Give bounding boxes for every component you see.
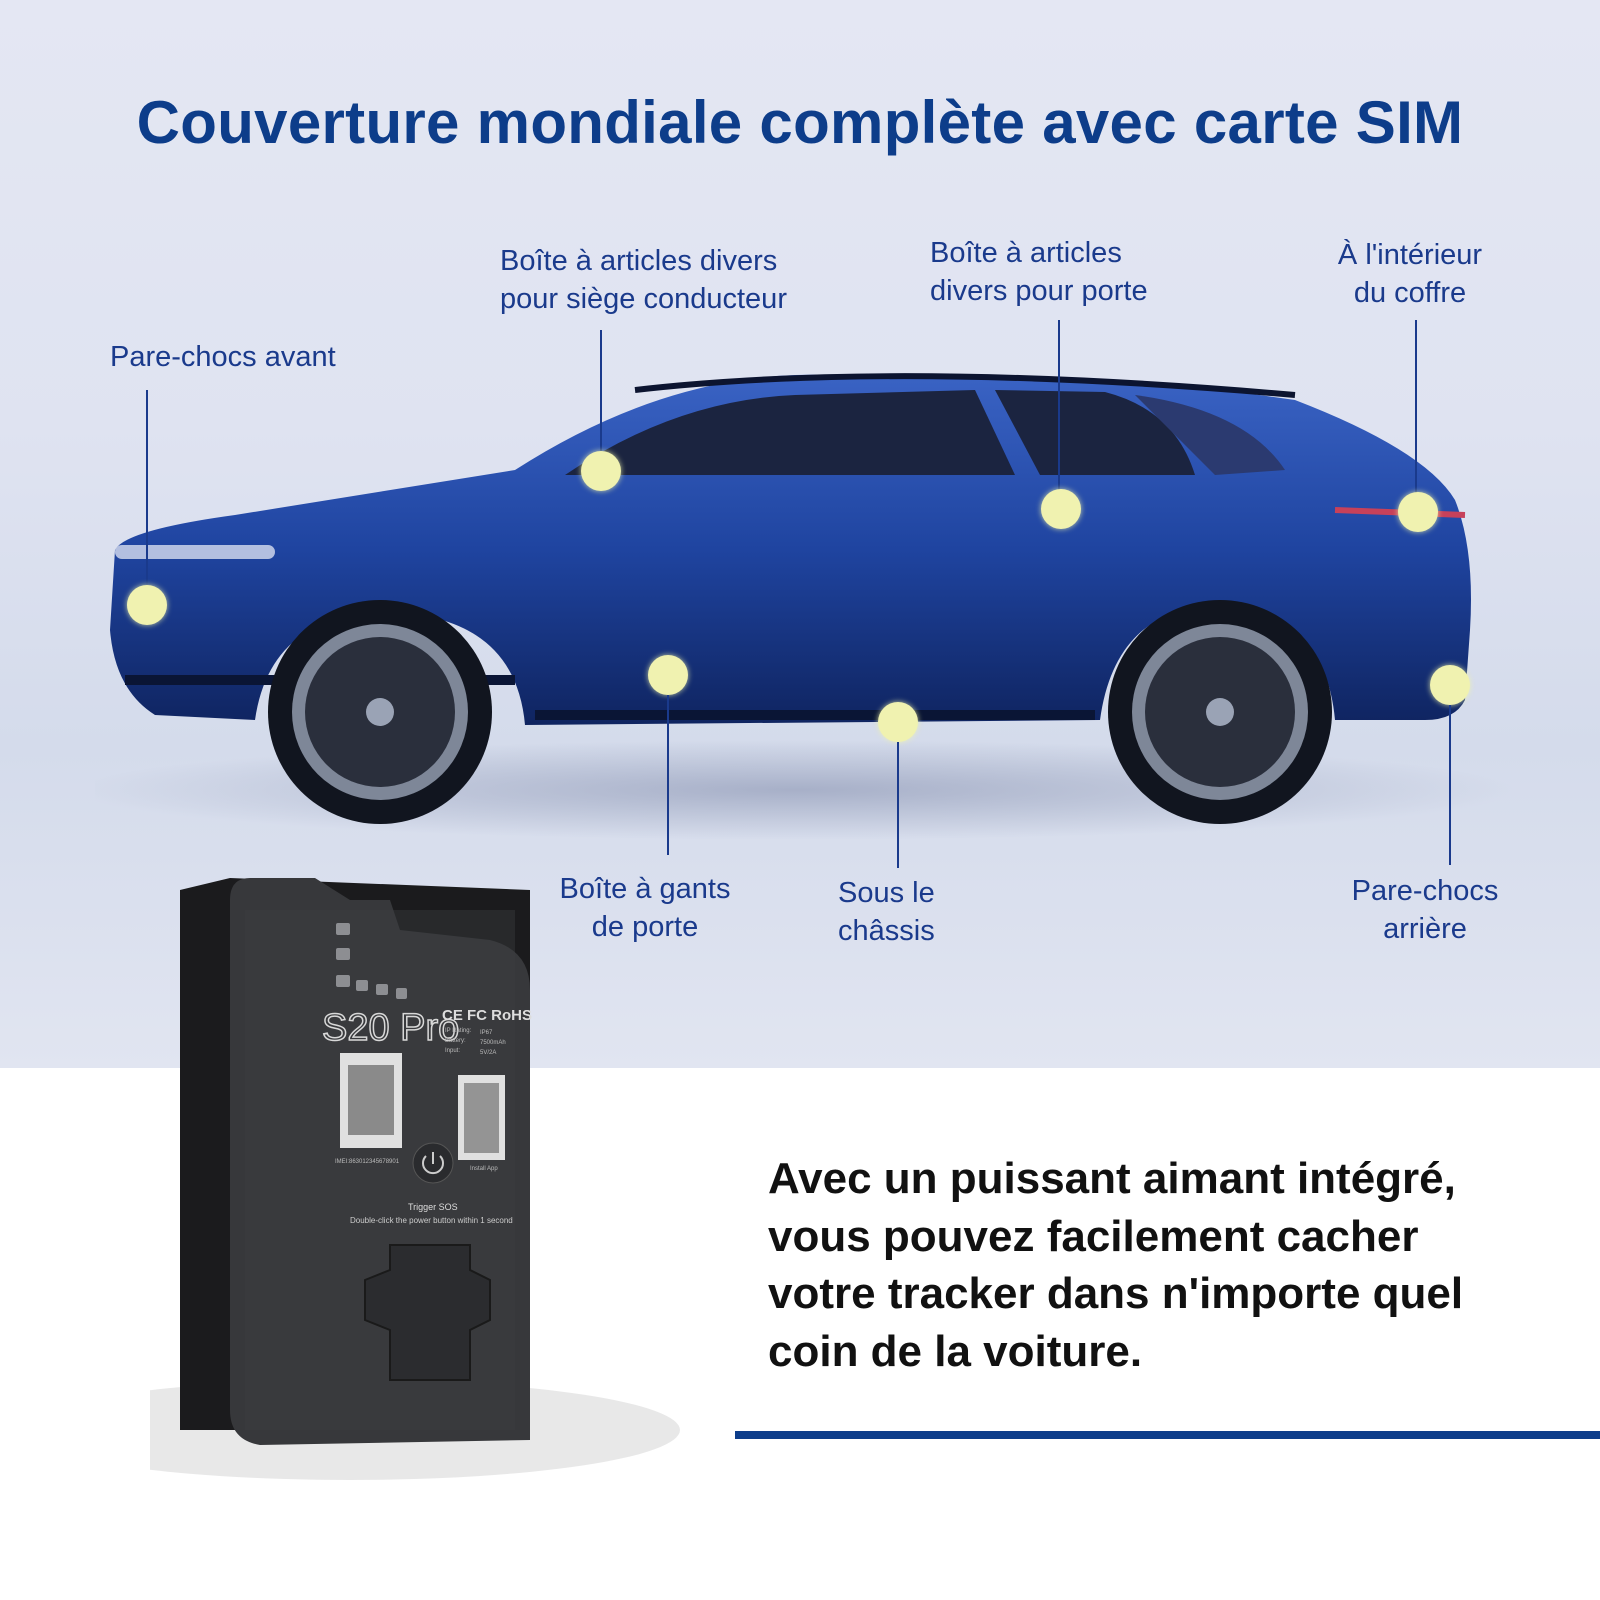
description-line: vous pouvez facilement cacher xyxy=(768,1211,1419,1261)
spec-value: IP67 xyxy=(480,1030,493,1036)
label-line: de porte xyxy=(591,911,699,943)
accent-divider xyxy=(735,1431,1600,1439)
label-rear-bumper: Pare-chocs arrière xyxy=(1325,872,1525,948)
marker-under-chassis[interactable] xyxy=(878,702,918,742)
front-wheel xyxy=(268,600,492,824)
leader-line xyxy=(600,330,602,460)
marker-rear-bumper[interactable] xyxy=(1430,665,1470,705)
car-image xyxy=(95,373,1515,840)
label-line: châssis xyxy=(838,915,935,947)
install-app-label: Install App xyxy=(470,1166,498,1172)
marker-driver-seat-box[interactable] xyxy=(581,451,621,491)
leader-line xyxy=(146,390,148,590)
label-line: Boîte à articles divers xyxy=(500,245,778,277)
rear-wheel xyxy=(1108,600,1332,824)
label-line: Boîte à articles xyxy=(930,237,1122,269)
label-line: À l'intérieur xyxy=(1337,239,1483,271)
description-text: Avec un puissant aimant intégré, vous po… xyxy=(768,1150,1463,1380)
tracker-device-image: S20 Pro CE FC RoHS IP Rating: Battery: I… xyxy=(150,878,680,1480)
leader-line xyxy=(897,742,899,868)
sos-title: Trigger SOS xyxy=(408,1202,458,1212)
battery-cover xyxy=(364,1244,491,1381)
label-line: pour siège conducteur xyxy=(500,283,787,315)
marker-trunk[interactable] xyxy=(1398,492,1438,532)
label-line: Boîte à gants xyxy=(559,873,731,905)
label-line: Sous le xyxy=(838,877,935,909)
leader-line xyxy=(1058,320,1060,495)
leader-line xyxy=(1415,320,1417,500)
label-glove-box: Boîte à gants de porte xyxy=(545,870,745,946)
sos-hint: Double-click the power button within 1 s… xyxy=(350,1216,513,1225)
spec-value: 5V/2A xyxy=(480,1050,496,1056)
spec-label: IP Rating: xyxy=(445,1028,472,1034)
label-front-bumper: Pare-chocs avant xyxy=(110,341,336,373)
spec-label: Input: xyxy=(445,1048,460,1054)
device-certifications: CE FC RoHS xyxy=(442,1007,532,1024)
label-trunk: À l'intérieur du coffre xyxy=(1310,236,1510,312)
label-door-box: Boîte à articles divers pour porte xyxy=(930,234,1148,310)
spec-value: 7500mAh xyxy=(480,1040,506,1046)
label-line: divers pour porte xyxy=(930,275,1148,307)
spec-label: Battery: xyxy=(445,1038,466,1044)
description-line: coin de la voiture. xyxy=(768,1326,1143,1376)
label-under-chassis: Sous le châssis xyxy=(838,874,935,950)
label-line: Pare-chocs xyxy=(1351,875,1499,907)
device-model: S20 Pro xyxy=(322,1007,459,1049)
label-driver-seat-box: Boîte à articles divers pour siège condu… xyxy=(500,242,787,318)
label-line: du coffre xyxy=(1353,277,1467,309)
marker-door-box[interactable] xyxy=(1041,489,1081,529)
page-title: Couverture mondiale complète avec carte … xyxy=(136,89,1464,156)
device-imei: IMEI:863012345678901 xyxy=(335,1159,400,1165)
power-icon xyxy=(422,1152,444,1175)
description-line: votre tracker dans n'importe quel xyxy=(768,1269,1464,1318)
label-line: arrière xyxy=(1383,913,1467,945)
leader-line xyxy=(1449,705,1451,865)
leader-line xyxy=(667,695,669,855)
marker-glove-box[interactable] xyxy=(648,655,688,695)
description-line: Avec un puissant aimant intégré, xyxy=(768,1154,1456,1203)
marker-front-bumper[interactable] xyxy=(127,585,167,625)
